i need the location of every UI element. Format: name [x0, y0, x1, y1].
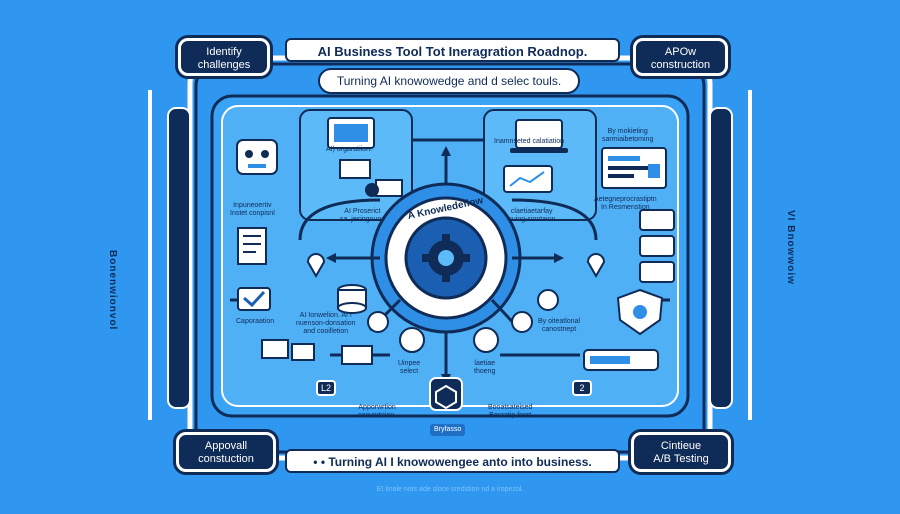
- corner-line: A/B Testing: [653, 453, 709, 465]
- annotation-right-lower: By oiteatlonal canostnept: [538, 318, 581, 333]
- report-screen-icon: [601, 147, 667, 189]
- location-pin-icons: [306, 253, 606, 279]
- annotation-capcelalon: Caporaation: [236, 318, 275, 325]
- annotation-right-mid: Aetegneprocrastiptn In Resmenstion: [594, 196, 657, 211]
- step-badge-left: L2: [316, 380, 336, 396]
- annotation-top-center: Inamnseted calatiation: [494, 138, 565, 145]
- corner-line: construction: [650, 59, 711, 71]
- annotation-bottom-left: Apporwrtion converteion.: [358, 404, 397, 419]
- side-label-left: Bonenwionvol: [107, 250, 118, 331]
- corner-ab-testing: Cintieue A/B Testing: [631, 432, 731, 472]
- laptop-icon: [510, 119, 568, 153]
- annotation-left-lower-center: Uinpee select: [398, 360, 421, 375]
- side-label-right: VI Bnowwoiw: [785, 210, 796, 285]
- corner-identify-challenges: Identify challenges: [178, 38, 270, 76]
- chart-card-icon: [503, 165, 553, 193]
- annotation-left-mid: Inpuneoertiv Instet conpisnl: [230, 202, 275, 217]
- robot-head-icon: [236, 139, 278, 175]
- annotation-right-top: By mokieting sarmiaibetoming: [602, 128, 654, 143]
- dashboard-bar-icon: [583, 349, 659, 371]
- annotation-bottom-right: Booatsateised Beraatip fenrt: [488, 404, 533, 419]
- monitor-row-icons: [261, 339, 373, 365]
- layered-cube-icon: [429, 377, 463, 411]
- page-title: AI Business Tool Tot Ineragration Roadno…: [285, 38, 620, 62]
- checkmark-card-icon: [237, 287, 271, 311]
- corner-line: Identify: [206, 46, 242, 58]
- database-icon: [337, 284, 367, 314]
- subtitle: Turning AI knowowedge and d selec touls.: [318, 68, 580, 94]
- corner-line: constuction: [198, 453, 254, 465]
- flowchart-icon: [339, 159, 403, 197]
- annotation-ai-integration: AI) orgaratiion.: [326, 146, 372, 153]
- circular-nodes: [367, 289, 559, 353]
- corner-line: challenges: [197, 59, 251, 71]
- gear-icon: [422, 234, 470, 282]
- left-rail-bar: [167, 107, 191, 409]
- corner-construction: APOw construction: [633, 38, 728, 76]
- step-badge-right: 2: [572, 380, 592, 396]
- monitor-icon: [327, 117, 375, 149]
- bottom-banner: • • Turning AI I knowowengee anto into b…: [285, 449, 620, 473]
- right-rail-bar: [709, 107, 733, 409]
- corner-approval: Appovall constuction: [176, 432, 276, 472]
- annotation-center-right: claetiaetarfay nuing-siontaion: [508, 208, 556, 223]
- shield-icon: [616, 288, 664, 336]
- corner-line: Cintieue: [660, 440, 702, 452]
- document-icon: [237, 227, 267, 265]
- stacked-cards-icon: [639, 209, 675, 283]
- corner-line: APOw: [664, 46, 697, 58]
- annotation-right-lower-center: laetiae thoeng: [474, 360, 496, 375]
- footnote: Et tinale nots ade sloce sredstion nd a …: [376, 486, 524, 493]
- label-chip: Bryfasso: [430, 424, 466, 436]
- annotation-ai-knowledge: AI Ionwelion. AI I nuenson-donsation and…: [296, 312, 356, 335]
- corner-line: Appovall: [204, 440, 248, 452]
- annotation-ai-process: AI Proserict sa. jesingnuos: [340, 208, 385, 223]
